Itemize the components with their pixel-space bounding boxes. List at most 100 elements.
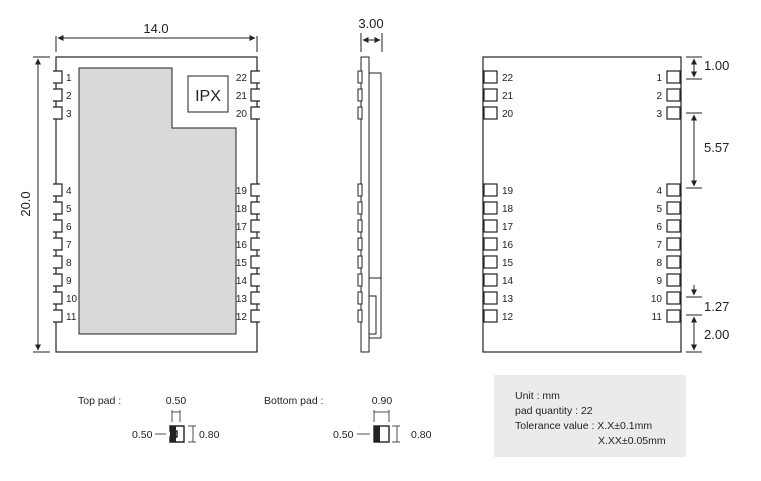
pin-number: 13 [502, 294, 514, 305]
top-left-pad [53, 183, 63, 197]
pin-number: 7 [656, 240, 662, 251]
pin-number: 8 [66, 258, 72, 269]
pin-number: 3 [656, 109, 662, 120]
bottom-pad-detail: Bottom pad : 0.90 0.50 0.80 [264, 395, 432, 443]
bottom-right-pad [666, 183, 681, 197]
pin-number: 15 [236, 258, 248, 269]
top-pad-top-dim: 0.50 [166, 395, 187, 407]
side-pad [357, 106, 363, 120]
pin-number: 1 [656, 73, 662, 84]
bottom-right-pad [666, 201, 681, 215]
pin-number: 10 [66, 294, 78, 305]
pin-number: 7 [66, 240, 72, 251]
bottom-left-pad [483, 70, 498, 84]
pin-number: 13 [236, 294, 248, 305]
pad-quantity-text: pad quantity : 22 [515, 405, 593, 417]
pin-number: 11 [652, 312, 663, 323]
side-pad [357, 201, 363, 215]
top-right-pad [250, 291, 260, 305]
pin-number: 1 [66, 73, 72, 84]
tolerance-text-1: Tolerance value : X.X±0.1mm [515, 420, 653, 432]
pin-number: 16 [502, 240, 514, 251]
pin-number: 2 [66, 91, 72, 102]
top-left-pad [53, 201, 63, 215]
pin-number: 4 [66, 186, 72, 197]
pitch-dimension: 1.27 [704, 299, 729, 314]
pin-number: 8 [656, 258, 662, 269]
top-right-pad [250, 70, 260, 84]
pin-number: 22 [502, 73, 514, 84]
pin-number: 19 [502, 186, 514, 197]
bottom-left-pad [483, 291, 498, 305]
pin-number: 2 [656, 91, 662, 102]
top-pad-label: Top pad : [78, 395, 121, 407]
top-right-pad [250, 273, 260, 287]
pin-number: 10 [651, 294, 663, 305]
bottom-right-pad [666, 106, 681, 120]
bottom-right-pad [666, 70, 681, 84]
pin-number: 12 [502, 312, 514, 323]
top-left-pad [53, 219, 63, 233]
bottom-left-pad [483, 183, 498, 197]
bottom-left-pad [483, 219, 498, 233]
gap-dimension: 5.57 [704, 140, 729, 155]
edge-dimension: 2.00 [704, 327, 729, 342]
bottom-right-pad [666, 255, 681, 269]
bottom-pad-left-dim: 0.50 [333, 429, 354, 441]
bottom-left-pad [483, 201, 498, 215]
height-dimension: 20.0 [18, 191, 33, 216]
pin-number: 6 [656, 222, 662, 233]
side-pad [357, 70, 363, 84]
pin-number: 17 [502, 222, 514, 233]
width-dimension: 14.0 [143, 21, 168, 36]
bottom-right-pad [666, 88, 681, 102]
pad-width-dimension: 1.00 [704, 58, 729, 73]
side-pad [357, 291, 363, 305]
top-right-pad [250, 237, 260, 251]
top-left-pad [53, 70, 63, 84]
top-right-pad [250, 183, 260, 197]
top-right-pad [250, 255, 260, 269]
top-left-pad [53, 237, 63, 251]
pin-number: 14 [236, 276, 248, 287]
top-right-pad [250, 309, 260, 323]
pin-number: 4 [656, 186, 662, 197]
ipx-connector [187, 75, 229, 113]
pin-number: 18 [236, 204, 248, 215]
bottom-left-pad [483, 273, 498, 287]
bottom-left-pad [483, 255, 498, 269]
pin-number: 18 [502, 204, 514, 215]
side-pad [357, 237, 363, 251]
top-pad-left-dim: 0.50 [132, 429, 153, 441]
side-pad [357, 309, 363, 323]
pin-number: 21 [236, 91, 248, 102]
top-left-pad [53, 106, 63, 120]
pin-number: 22 [236, 73, 248, 84]
thickness-dimension: 3.00 [358, 16, 383, 31]
pin-number: 14 [502, 276, 514, 287]
connector-side [368, 295, 377, 335]
top-right-pad [250, 201, 260, 215]
info-box: Unit : mm pad quantity : 22 Tolerance va… [494, 375, 686, 457]
bottom-pad-right-dim: 0.80 [411, 429, 432, 441]
top-left-pad [53, 88, 63, 102]
pin-number: 20 [236, 109, 248, 120]
pin-number: 5 [656, 204, 662, 215]
pin-number: 16 [236, 240, 248, 251]
tolerance-text-2: X.XX±0.05mm [598, 435, 666, 447]
pin-number: 15 [502, 258, 514, 269]
bottom-right-pad [666, 219, 681, 233]
pin-number: 9 [66, 276, 72, 287]
bottom-pad-top-dim: 0.90 [372, 395, 393, 407]
top-left-pad [53, 273, 63, 287]
side-pad [357, 183, 363, 197]
pin-number: 19 [236, 186, 248, 197]
pin-number: 11 [66, 312, 77, 323]
top-right-pad [250, 88, 260, 102]
pin-number: 6 [66, 222, 72, 233]
pin-number: 17 [236, 222, 248, 233]
